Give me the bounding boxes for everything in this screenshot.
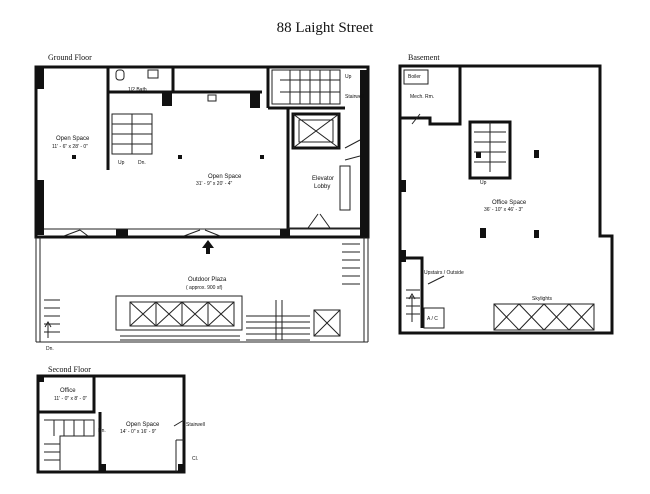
mech-room-label: Mech. Rm. (410, 94, 434, 100)
open-space-label: Open Space (126, 422, 160, 428)
ac-label: A / C (427, 316, 438, 322)
door-swing (173, 419, 185, 427)
plaza-down-mark: Dn. (46, 346, 54, 352)
toilet-icon (115, 69, 125, 81)
ground-floor-plan: 1/2 Bath Open Space 11' - 6" x 28' - 0" … (34, 65, 370, 352)
pier (100, 464, 106, 472)
open-space-center-label: Open Space (208, 174, 242, 180)
basement-outline (398, 64, 614, 335)
pier (534, 150, 539, 158)
pier (36, 67, 44, 89)
elevator-cab (298, 119, 334, 143)
second-floor-stair (44, 419, 95, 470)
basement-plan: Boiler Mech. Rm. Office Space 36' - 10" … (398, 64, 614, 335)
pier (178, 464, 184, 472)
open-space-center-dims: 31' - 9" x 20' - 4" (196, 181, 233, 187)
pier (38, 376, 44, 382)
basement-label: Basement (408, 53, 440, 62)
office-wall (38, 376, 96, 414)
elevator (291, 112, 341, 150)
mech-room-wall (400, 66, 462, 126)
stair-up-mark: Up (118, 160, 125, 166)
door-swing (183, 229, 221, 237)
second-floor-label: Second Floor (48, 365, 91, 374)
outdoor-plaza (35, 237, 369, 343)
column (178, 155, 182, 159)
stairwell-label: Stairwell (345, 94, 364, 100)
stair-down-mark: Dn. (98, 428, 106, 434)
door-swing (63, 229, 89, 237)
outdoor-plaza-label: Outdoor Plaza (188, 277, 227, 283)
elevator-lobby-label-2: Lobby (314, 184, 330, 190)
pier (480, 228, 486, 238)
ac-unit (423, 307, 445, 329)
outdoor-plaza-area: ( approx. 900 sf) (186, 285, 223, 291)
ground-floor-label: Ground Floor (48, 53, 92, 62)
office-dims: 11' - 0" x 8' - 0" (54, 396, 87, 402)
pier (476, 152, 481, 158)
pier (116, 229, 128, 237)
stairwell-label: Stairwell (186, 422, 205, 428)
pier (534, 230, 539, 238)
door-swing (411, 113, 421, 125)
boiler (403, 69, 429, 85)
bench (339, 165, 351, 211)
pier (36, 180, 44, 235)
column (72, 155, 76, 159)
door-swing (307, 213, 331, 229)
skylights-label: Skylights (532, 296, 553, 302)
open-space-left-dims: 11' - 6" x 28' - 0" (52, 144, 88, 150)
basement-stair (468, 120, 512, 180)
pier (400, 250, 406, 262)
upstairs-outside-label: Upstairs / Outside (424, 270, 464, 276)
sink-icon (147, 69, 159, 79)
second-floor-outline (36, 374, 186, 474)
stair-up-mark: Up (345, 74, 352, 80)
open-space-left-label: Open Space (56, 136, 90, 142)
sink-icon (207, 94, 217, 102)
open-space-dims: 14' - 0" x 16' - 9" (120, 429, 157, 435)
closet-wall (175, 439, 184, 472)
closet-label: Cl. (192, 456, 198, 462)
door-swing (344, 139, 361, 161)
stair-up-mark: Up (480, 180, 487, 186)
boiler-label: Boiler (408, 74, 421, 80)
office-label: Office (60, 388, 76, 394)
page-title: 88 Laight Street (276, 20, 374, 36)
stairwell-left (111, 113, 153, 155)
column (260, 155, 264, 159)
pier (280, 229, 290, 237)
entry-arrow-icon (202, 240, 214, 254)
pier (162, 92, 172, 106)
skylights (493, 303, 595, 331)
pier (400, 180, 406, 192)
stair-down-mark: Dn. (138, 160, 146, 166)
half-bath-label: 1/2 Bath (128, 87, 147, 93)
pier (360, 70, 368, 237)
office-space-label: Office Space (492, 200, 527, 206)
elevator-lobby-label-1: Elevator (312, 176, 334, 182)
office-space-dims: 36' - 10" x 46' - 3" (484, 207, 523, 213)
second-floor-plan: Office 11' - 0" x 8' - 0" Open Space 14'… (36, 374, 205, 474)
stairwell-right (271, 69, 341, 105)
upstairs-stair (406, 256, 445, 328)
pier (250, 92, 260, 108)
